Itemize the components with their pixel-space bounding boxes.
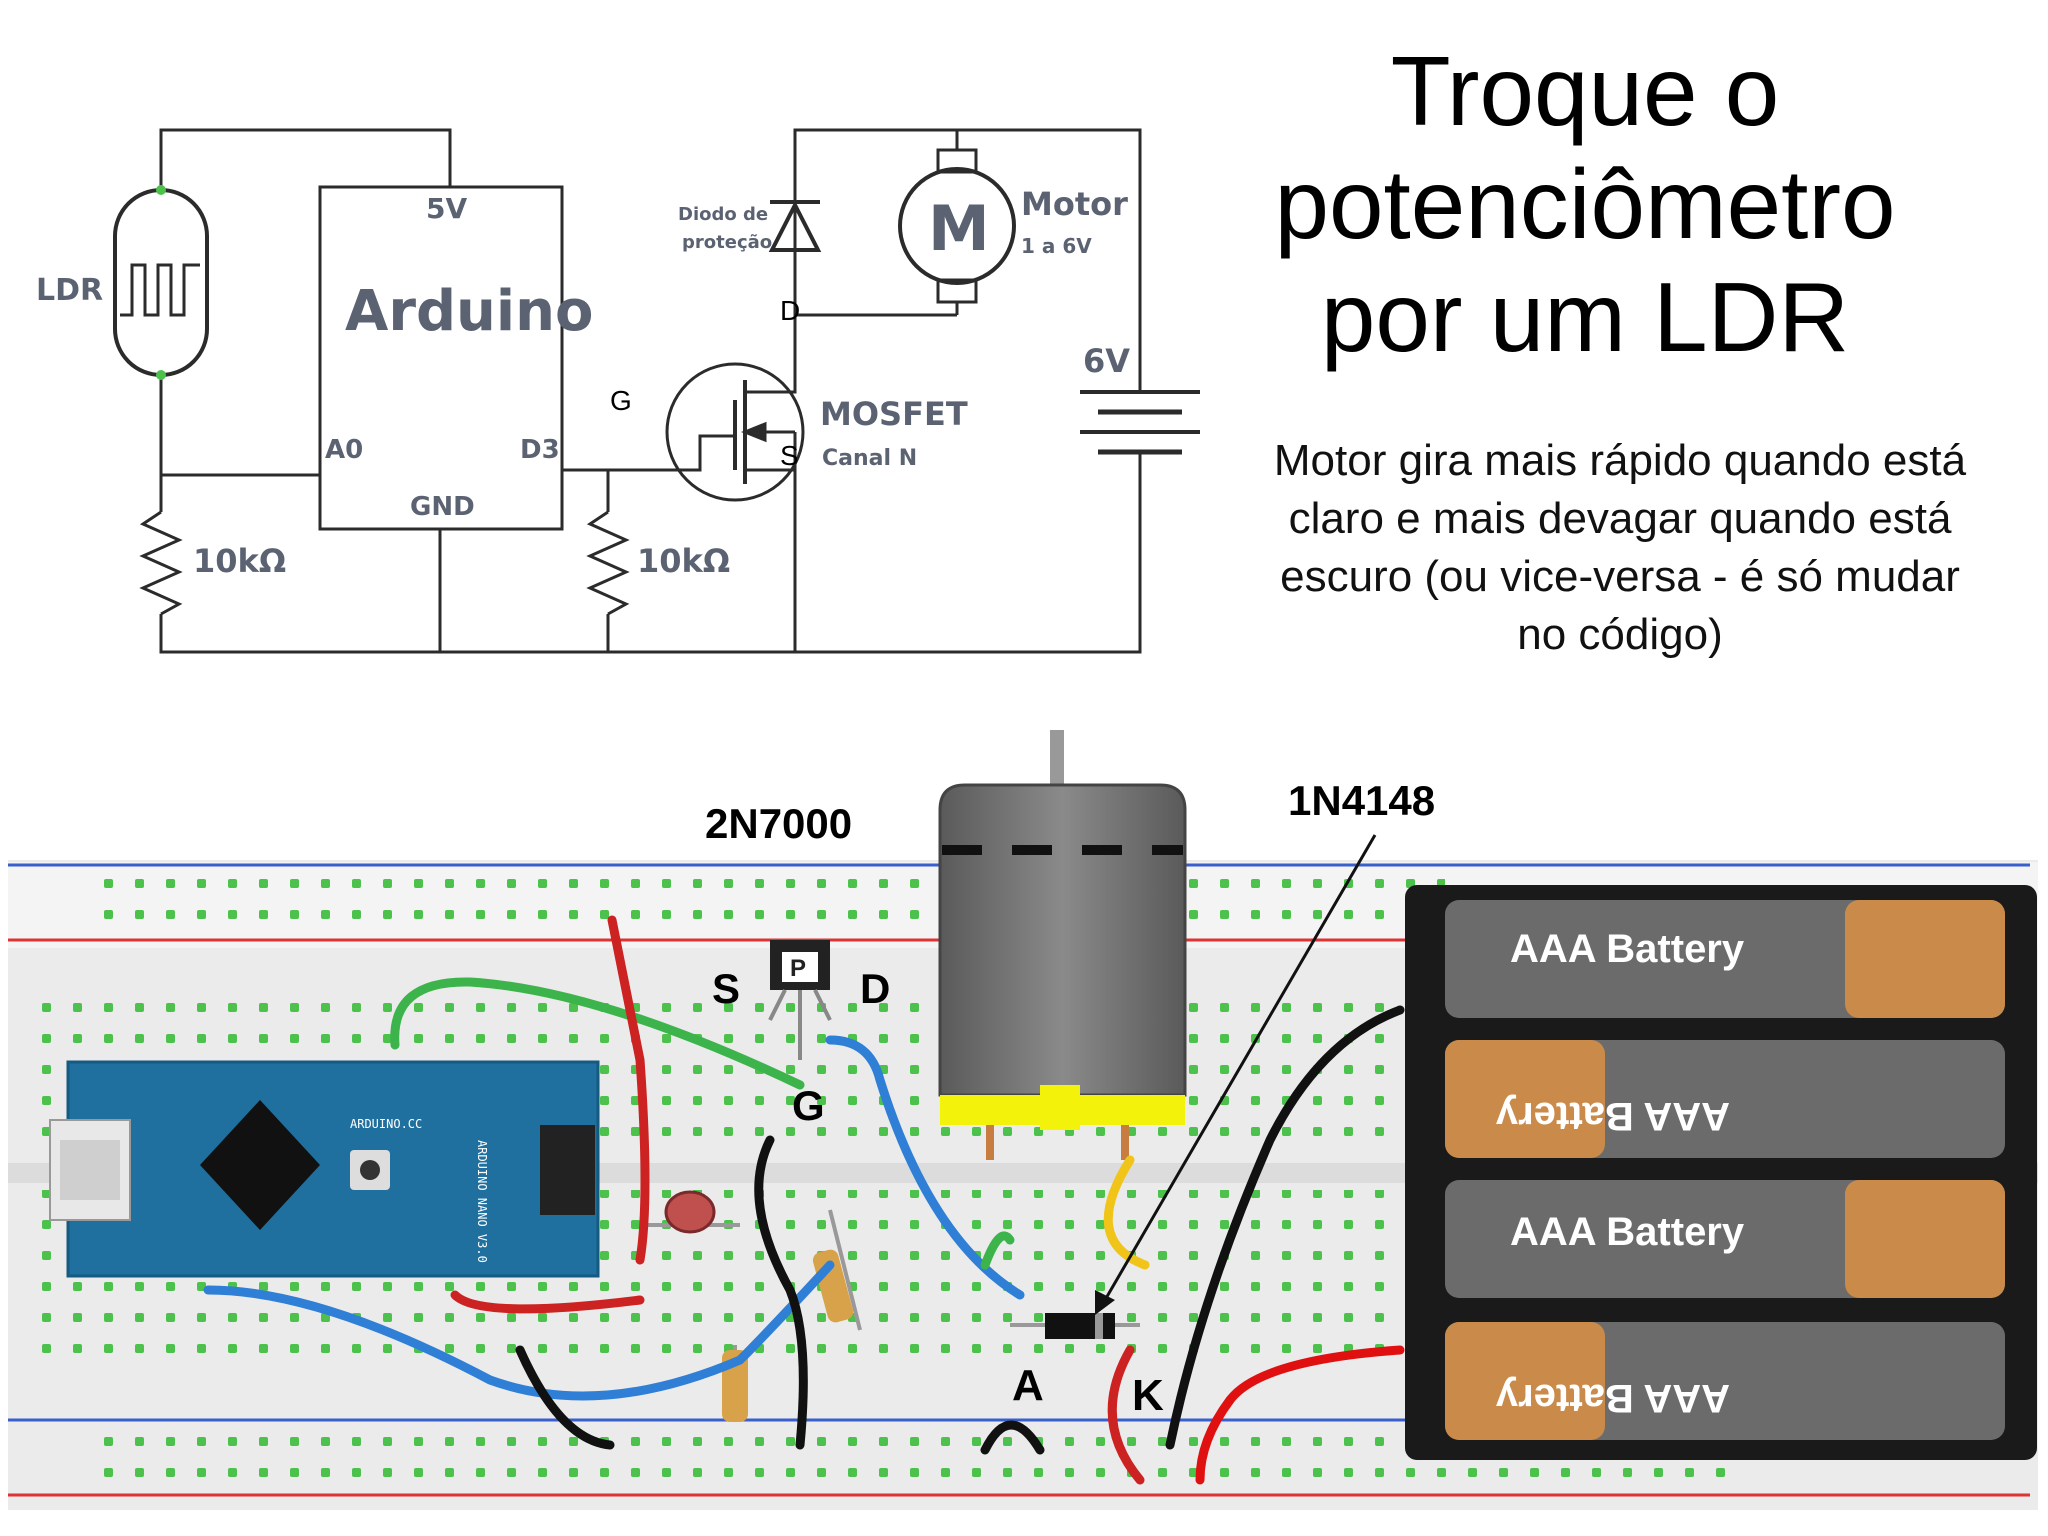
ldr-label: LDR <box>36 273 103 308</box>
source-label: S <box>780 440 799 471</box>
battery-holder: AAA Battery AAA Battery AAA Battery AAA … <box>1405 885 2037 1460</box>
ldr-zigzag <box>120 263 200 317</box>
battery-label-3: AAA Battery <box>1510 1210 1745 1254</box>
diode-label-2: proteção <box>682 232 772 253</box>
arduino-label: Arduino <box>345 279 593 344</box>
resistor-1-label: 10kΩ <box>193 542 286 580</box>
transistor-s-label: S <box>712 965 740 1012</box>
arduino-box <box>318 185 564 531</box>
wires <box>203 915 1405 1485</box>
battery-label-2: AAA Battery <box>1495 1094 1730 1138</box>
diode-part <box>1010 1313 1140 1339</box>
anode-label: A <box>1012 1361 1044 1410</box>
motor-symbol <box>898 167 1016 285</box>
title: Troque o potenciômetro por um LDR <box>1274 36 1896 372</box>
transistor-2n7000: P <box>768 940 832 1060</box>
mosfet-marking: P <box>790 955 806 982</box>
wire-5v <box>159 128 452 187</box>
mosfet-type: Canal N <box>822 446 917 471</box>
a0-label: A0 <box>325 435 363 465</box>
motor <box>938 730 1187 1160</box>
battery-label-1: AAA Battery <box>1510 927 1745 971</box>
transistor-g-label: G <box>792 1082 825 1129</box>
resistor-2-label: 10kΩ <box>637 542 730 580</box>
motor-label: Motor <box>1021 185 1128 223</box>
ldr-symbol <box>113 188 209 377</box>
schematic-nodes <box>156 185 166 380</box>
d3-label: D3 <box>520 435 560 465</box>
mosfet-symbol <box>665 362 805 502</box>
gate-label: G <box>610 385 632 416</box>
transistor-d-label: D <box>860 965 890 1012</box>
transistor-label: 2N7000 <box>705 800 852 847</box>
motor-symbol-letter: M <box>928 192 990 265</box>
drain-label: D <box>780 295 800 326</box>
resistor-1-symbol <box>139 510 183 616</box>
ldr-component <box>640 1190 740 1234</box>
battery-label-4: AAA Battery <box>1495 1376 1730 1420</box>
diode-label-1: Diodo de <box>678 204 768 225</box>
gnd-label: GND <box>410 492 475 522</box>
supply-label: 6V <box>1083 342 1130 380</box>
subtitle: Motor gira mais rápido quando está claro… <box>1273 436 1967 659</box>
resistor-2-symbol <box>586 510 630 616</box>
diode-pointer <box>1095 834 1377 1315</box>
5v-label: 5V <box>426 192 467 225</box>
cathode-label: K <box>1132 1371 1164 1420</box>
arduino-board-text: ARDUINO.CC <box>350 1117 422 1131</box>
motor-voltage: 1 a 6V <box>1021 234 1092 258</box>
arduino-model-text: ARDUINO NANO V3.0 <box>475 1140 489 1263</box>
mosfet-label: MOSFET <box>820 395 968 433</box>
arduino-nano: ARDUINO.CC ARDUINO NANO V3.0 <box>49 1060 600 1278</box>
diode-part-label: 1N4148 <box>1288 777 1435 824</box>
